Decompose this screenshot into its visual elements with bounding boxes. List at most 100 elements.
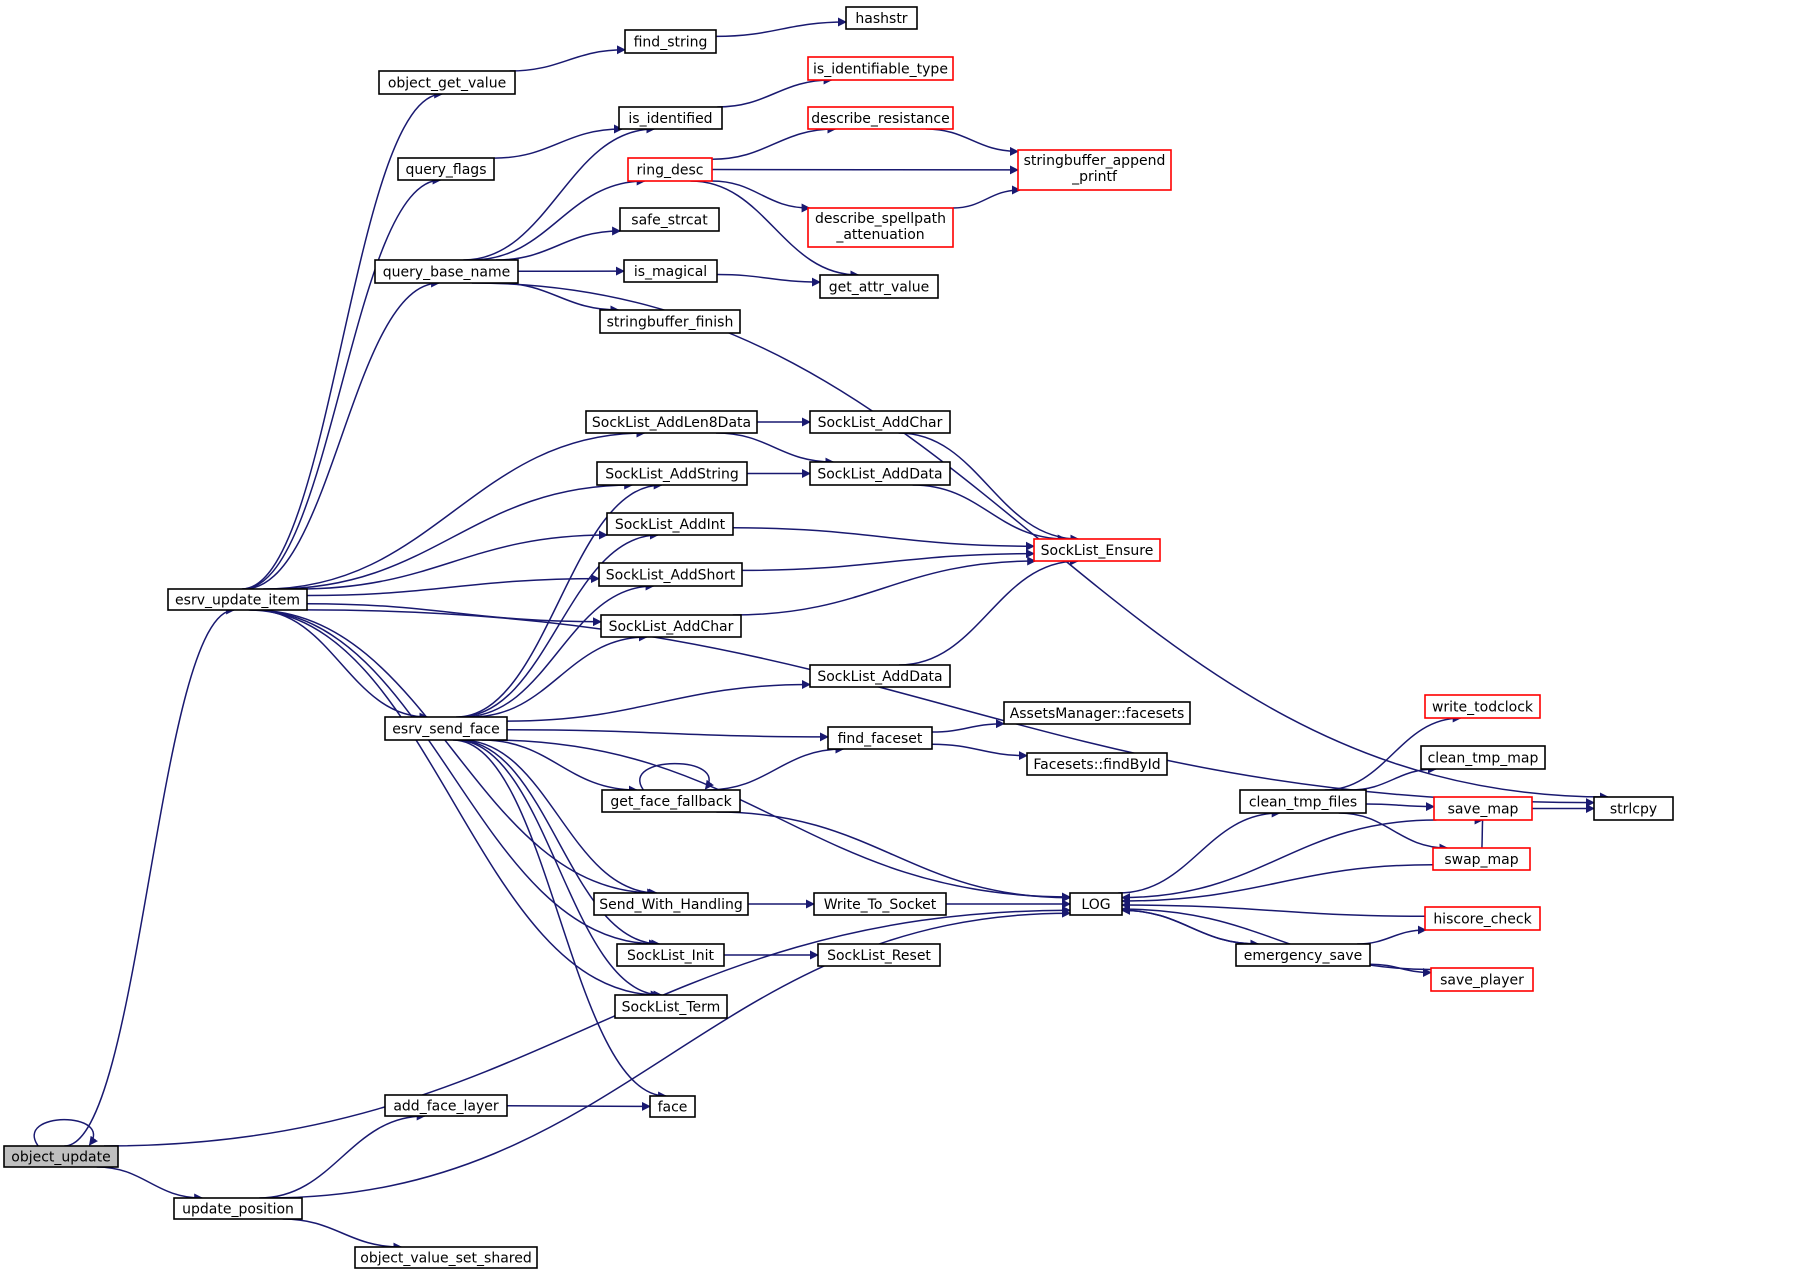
node-socklist-addshort[interactable]: SockList_AddShort — [598, 562, 743, 587]
node-label: object_update — [11, 1150, 110, 1166]
edge-object_get_value-to-find_string — [509, 45, 626, 72]
node-socklist-adddata-a[interactable]: SockList_AddData — [809, 664, 951, 688]
node-box — [1433, 796, 1533, 821]
node-safe-strcat[interactable]: safe_strcat — [619, 207, 720, 232]
node-emergency-save[interactable]: emergency_save — [1235, 943, 1371, 967]
node-box — [619, 207, 720, 232]
node-esrv-update-item[interactable]: esrv_update_item — [167, 588, 308, 611]
node-box — [819, 274, 939, 299]
node-box — [378, 70, 516, 95]
node-box — [624, 29, 717, 54]
node-strlcpy[interactable]: strlcpy — [1593, 796, 1674, 821]
edge-emergency_save-to-LOG — [1121, 905, 1259, 945]
node-find-faceset[interactable]: find_faceset — [827, 726, 933, 750]
node-object-update[interactable]: object_update — [3, 1145, 119, 1168]
node-box — [1424, 906, 1541, 931]
edge-ring_desc-to-describe_resistance — [711, 124, 837, 160]
edge-ring_desc-to-get_attr_value — [690, 180, 860, 280]
node-label: emergency_save — [1244, 948, 1363, 964]
node-box — [3, 1145, 119, 1168]
edge-esrv_send_face-to-SockList_AddString — [456, 480, 663, 718]
edge-get_face_fallback-to-get_face_fallback — [639, 762, 714, 791]
node-is-identifiable-type[interactable]: is_identifiable_type — [807, 56, 954, 81]
node-socklist-reset[interactable]: SockList_Reset — [817, 943, 941, 967]
node-facesets-findbyid[interactable]: Facesets::findById — [1026, 752, 1168, 776]
node-label: save_player — [1440, 973, 1524, 989]
node-send-with-handling[interactable]: Send_With_Handling — [593, 892, 749, 916]
edge-SockList_AddLen8Data-to-SockList_AddData_b — [715, 432, 835, 467]
node-object-get-value[interactable]: object_get_value — [378, 70, 516, 95]
node-save-player[interactable]: save_player — [1430, 967, 1534, 992]
edge-emergency_save-to-hiscore_check — [1357, 925, 1427, 945]
node-stringbuffer-finish[interactable]: stringbuffer_finish — [599, 309, 741, 334]
node-log[interactable]: LOG — [1069, 892, 1123, 916]
edge-clean_tmp_files-to-write_todclock — [1324, 713, 1462, 791]
edge-query_base_name-to-safe_strcat — [495, 226, 622, 261]
node-socklist-adddata-b[interactable]: SockList_AddData — [809, 461, 951, 486]
node-query-flags[interactable]: query_flags — [397, 157, 495, 181]
node-box — [809, 664, 951, 688]
node-label: hiscore_check — [1433, 912, 1532, 928]
node-save-map[interactable]: save_map — [1433, 796, 1533, 821]
edge-esrv_send_face-to-LOG — [488, 739, 1071, 902]
edge-esrv_update_item-to-SockList_AddInt — [297, 530, 608, 590]
node-clean-tmp-files[interactable]: clean_tmp_files — [1239, 789, 1367, 814]
edge-esrv_update_item-to-SockList_AddLen8Data — [263, 428, 646, 590]
node-label: query_flags — [406, 162, 487, 178]
node-clean-tmp-map[interactable]: clean_tmp_map — [1420, 745, 1546, 770]
node-is-magical[interactable]: is_magical — [623, 259, 718, 283]
node-swap-map[interactable]: swap_map — [1432, 847, 1531, 871]
node-write-todclock[interactable]: write_todclock — [1424, 694, 1541, 719]
node-get-face-fallback[interactable]: get_face_fallback — [601, 789, 741, 813]
node-box — [585, 410, 758, 434]
node-hiscore-check[interactable]: hiscore_check — [1424, 906, 1541, 931]
node-socklist-addchar-a[interactable]: SockList_AddChar — [600, 614, 742, 638]
edge-object_update-to-LOG — [103, 905, 1071, 1147]
node-box — [598, 562, 743, 587]
edge-SockList_AddShort-to-SockList_Ensure — [741, 549, 1035, 572]
node-box — [1017, 149, 1172, 191]
node-box — [167, 588, 308, 611]
node-describe-spellpath-attenuation[interactable]: describe_spellpath_attenuation — [807, 207, 954, 248]
node-write-to-socket[interactable]: Write_To_Socket — [813, 892, 947, 916]
node-object-value-set-shared[interactable]: object_value_set_shared — [354, 1246, 538, 1269]
node-socklist-init[interactable]: SockList_Init — [616, 943, 725, 967]
node-box — [601, 789, 741, 813]
node-query-base-name[interactable]: query_base_name — [374, 259, 519, 284]
edge-query_base_name-to-is_identified — [463, 124, 656, 261]
edge-esrv_send_face-to-SockList_AddInt — [458, 530, 659, 718]
node-socklist-addchar-b[interactable]: SockList_AddChar — [809, 410, 951, 434]
node-box — [649, 1095, 696, 1118]
node-esrv-send-face[interactable]: esrv_send_face — [384, 716, 508, 741]
node-label: SockList_AddInt — [615, 517, 726, 533]
node-socklist-addint[interactable]: SockList_AddInt — [606, 512, 734, 536]
node-socklist-ensure[interactable]: SockList_Ensure — [1033, 538, 1161, 562]
edge-is_identified-to-is_identifiable_type — [717, 75, 833, 108]
node-is-identified[interactable]: is_identified — [618, 106, 723, 130]
node-describe-resistance[interactable]: describe_resistance — [807, 106, 954, 130]
node-box — [1069, 892, 1123, 916]
node-label: stringbuffer_append — [1024, 153, 1166, 169]
edge-SockList_AddChar_b-to-SockList_Ensure — [898, 432, 1080, 544]
node-add-face-layer[interactable]: add_face_layer — [384, 1094, 508, 1117]
node-socklist-term[interactable]: SockList_Term — [614, 994, 728, 1019]
node-hashstr[interactable]: hashstr — [845, 6, 918, 30]
node-label: SockList_Term — [622, 1000, 721, 1016]
node-assetsmanager-facesets[interactable]: AssetsManager::facesets — [1003, 701, 1191, 725]
node-update-position[interactable]: update_position — [173, 1197, 303, 1220]
node-find-string[interactable]: find_string — [624, 29, 717, 54]
node-label: clean_tmp_files — [1249, 795, 1357, 811]
node-label: SockList_AddChar — [818, 415, 943, 431]
node-label: SockList_Init — [627, 948, 715, 964]
node-face[interactable]: face — [649, 1095, 696, 1118]
edge-esrv_update_item-to-SockList_Init — [250, 609, 658, 949]
node-ring-desc[interactable]: ring_desc — [627, 157, 713, 182]
node-socklist-addlen8data[interactable]: SockList_AddLen8Data — [585, 410, 758, 434]
edge-object_update-to-update_position — [96, 1166, 204, 1203]
node-stringbuffer-append-printf[interactable]: stringbuffer_append_printf — [1017, 149, 1172, 191]
edge-clean_tmp_files-to-swap_map — [1338, 812, 1449, 853]
edge-find_string-to-hashstr — [715, 17, 847, 38]
node-socklist-addstring[interactable]: SockList_AddString — [596, 461, 748, 486]
node-get-attr-value[interactable]: get_attr_value — [819, 274, 939, 299]
